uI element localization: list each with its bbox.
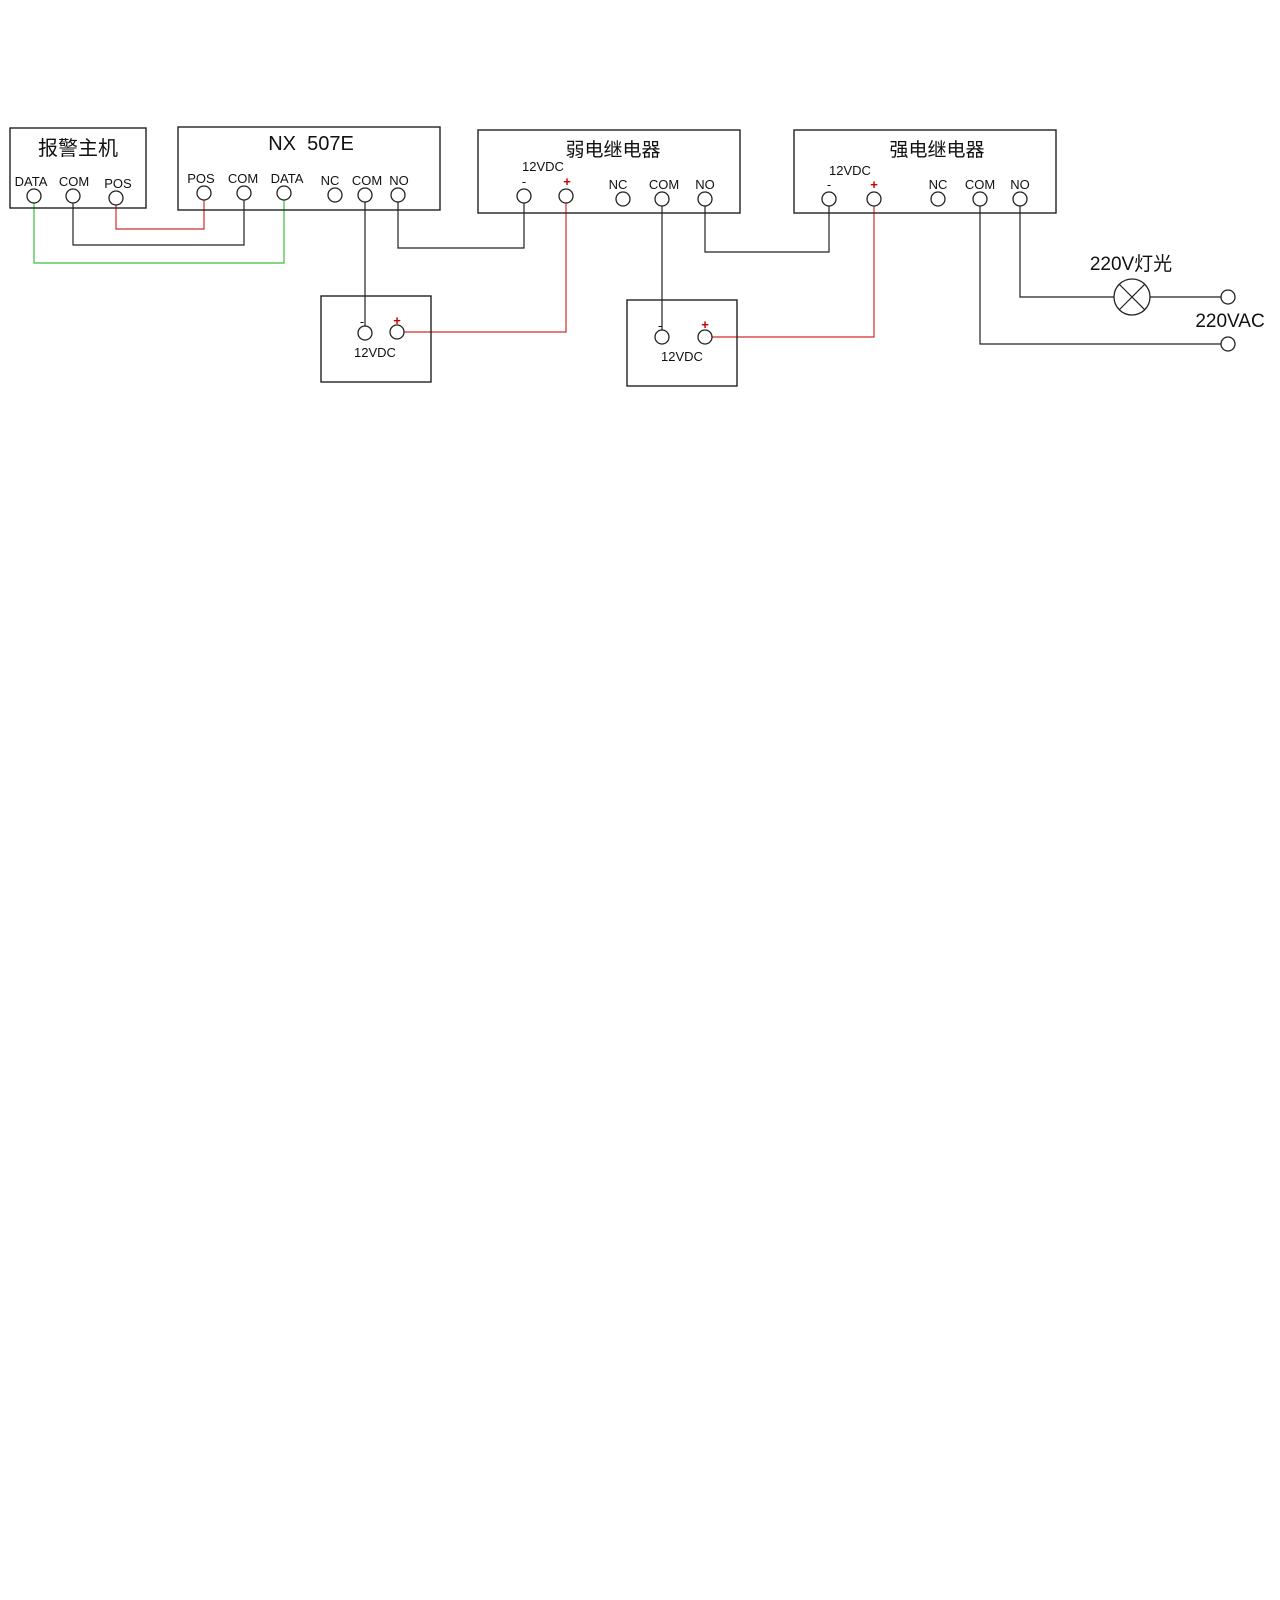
psu2-minus-label: -	[658, 318, 662, 333]
weak-relay-title: 弱电继电器	[565, 139, 660, 161]
wire-strong-no-to-lamp	[1019, 199, 1114, 298]
weak-relay-com-label: COM	[649, 177, 679, 192]
weak-relay-no-label: NO	[695, 177, 715, 192]
nx507e-nc-label: NC	[321, 173, 340, 188]
weak-relay-nc-label: NC	[609, 177, 628, 192]
alarm-host-box: 报警主机 DATA COM POS	[9, 127, 147, 209]
strong-relay-plus-terminal	[866, 191, 882, 207]
strong-relay-nc-label: NC	[929, 177, 948, 192]
nx507e-com2-label: COM	[352, 173, 382, 188]
psu2-plus-terminal	[697, 329, 713, 345]
strong-relay-com-label: COM	[965, 177, 995, 192]
strong-relay-box: 强电继电器 12VDC - + NC COM NO	[793, 129, 1057, 214]
lamp-cross-2	[1118, 283, 1146, 311]
lamp-label: 220V灯光	[1090, 253, 1172, 275]
strong-relay-supply-label: 12VDC	[829, 163, 871, 178]
weak-relay-box: 弱电继电器 12VDC - + NC COM NO	[477, 129, 741, 214]
weak-relay-supply-label: 12VDC	[522, 159, 564, 174]
strong-relay-plus-label: +	[870, 177, 878, 192]
nx507e-com-label: COM	[228, 171, 258, 186]
nx507e-box: NX 507E POS COM DATA NC COM NO	[177, 126, 441, 211]
psu2-box: - + 12VDC	[626, 299, 738, 387]
psu1-box: - + 12VDC	[320, 295, 432, 383]
weak-relay-nc-terminal	[615, 191, 631, 207]
psu2-plus-label: +	[701, 317, 709, 332]
psu2-label: 12VDC	[661, 349, 703, 364]
weak-relay-com-terminal	[654, 191, 670, 207]
nx507e-com-terminal	[236, 185, 252, 201]
nx507e-no-terminal	[390, 187, 406, 203]
ac-output-terminal	[1220, 336, 1236, 352]
nx507e-nc-terminal	[327, 187, 343, 203]
nx507e-no-label: NO	[389, 173, 409, 188]
weak-relay-minus-terminal	[516, 188, 532, 204]
weak-relay-plus-terminal	[558, 188, 574, 204]
wire-strong-com-to-ac	[979, 199, 1221, 345]
alarm-host-title: 报警主机	[38, 137, 118, 160]
strong-relay-title: 强电继电器	[889, 139, 984, 161]
strong-relay-minus-label: -	[827, 177, 831, 192]
lamp-symbol	[1113, 278, 1151, 316]
wire-com-black	[72, 193, 245, 246]
wire-pos-red	[115, 193, 205, 230]
wire-psu1-plus-to-weak-plus	[397, 196, 567, 333]
nx507e-title: NX 507E	[268, 133, 354, 155]
alarm-host-pos-label: POS	[104, 176, 132, 191]
strong-relay-no-label: NO	[1010, 177, 1030, 192]
psu1-plus-terminal	[389, 324, 405, 340]
weak-relay-plus-label: +	[563, 174, 571, 189]
strong-relay-nc-terminal	[930, 191, 946, 207]
alarm-host-com-terminal	[65, 188, 81, 204]
psu2-minus-terminal	[654, 329, 670, 345]
nx507e-pos-terminal	[196, 185, 212, 201]
psu1-minus-label: -	[360, 314, 364, 329]
psu1-minus-terminal	[357, 325, 373, 341]
weak-relay-no-terminal	[697, 191, 713, 207]
alarm-host-data-label: DATA	[15, 174, 48, 189]
strong-relay-no-terminal	[1012, 191, 1028, 207]
nx507e-data-label: DATA	[271, 171, 304, 186]
weak-relay-minus-label: -	[522, 174, 526, 189]
strong-relay-minus-terminal	[821, 191, 837, 207]
wire-nx-no-to-weak-minus	[397, 195, 525, 249]
psu1-label: 12VDC	[354, 345, 396, 360]
nx507e-com2-terminal	[357, 187, 373, 203]
wire-data-green	[33, 193, 285, 264]
wire-weak-no-to-strong-minus	[704, 199, 830, 253]
alarm-host-pos-terminal	[108, 190, 124, 206]
ac-label: 220VAC	[1195, 311, 1264, 332]
wire-psu2-plus-to-strong-plus	[711, 199, 875, 338]
nx507e-data-terminal	[276, 185, 292, 201]
lamp-output-terminal	[1220, 289, 1236, 305]
strong-relay-com-terminal	[972, 191, 988, 207]
alarm-host-com-label: COM	[59, 174, 89, 189]
psu1-plus-label: +	[393, 313, 401, 328]
alarm-host-data-terminal	[26, 188, 42, 204]
nx507e-pos-label: POS	[187, 171, 215, 186]
